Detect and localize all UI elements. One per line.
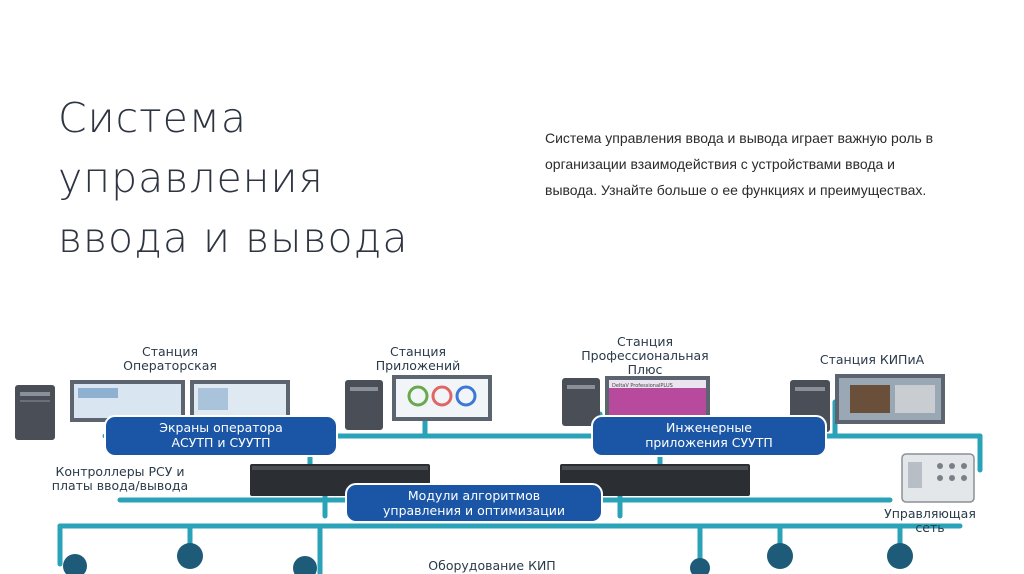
label-line: Профессиональная — [581, 348, 708, 363]
operator-screens-pill: Экраны оператора АСУТП и СУУТП — [104, 415, 338, 457]
application-station-label: Станция Приложений — [376, 344, 460, 373]
screen-brand: DeltaV ProfessionalPLUS — [612, 383, 673, 389]
label-line: Приложений — [376, 358, 460, 373]
label-line: Контроллеры РСУ и — [56, 464, 185, 479]
label-line: Операторская — [123, 358, 217, 373]
field-instruments — [63, 543, 913, 574]
slide-description: Система управления ввода и вывода играет… — [545, 130, 934, 198]
label-line: Станция — [617, 334, 673, 349]
kip-station — [790, 374, 945, 432]
modules-pill: Модули алгоритмов управления и оптимизац… — [345, 483, 603, 523]
pill-line: Инженерные — [666, 420, 752, 435]
title-line-1: Система — [58, 94, 247, 142]
operator-station-label: Станция Операторская — [123, 344, 217, 373]
professional-station-label: Станция Профессиональная Плюс — [581, 334, 708, 377]
pill-line: Модули алгоритмов — [408, 488, 540, 503]
control-network-device — [901, 453, 975, 503]
label-line: платы ввода/вывода — [52, 478, 188, 493]
application-station — [345, 375, 492, 430]
title-line-3: ввода и вывода — [58, 214, 409, 262]
slide-title: Система управления ввода и вывода — [58, 88, 478, 268]
label-line: Управляющая — [884, 506, 976, 521]
pill-line: управления и оптимизации — [383, 503, 565, 518]
pill-line: Экраны оператора — [159, 420, 283, 435]
label-line: сеть — [915, 520, 944, 535]
kip-station-label: Станция КИПиА — [820, 352, 925, 367]
label-line: Плюс — [628, 362, 663, 377]
controllers-label: Контроллеры РСУ и платы ввода/вывода — [52, 464, 188, 493]
io-system-diagram: Станция Операторская Станция Приложений … — [15, 334, 983, 574]
pill-line: приложения СУУТП — [645, 435, 773, 450]
title-line-2: управления — [58, 154, 324, 202]
engineering-apps-pill: Инженерные приложения СУУТП — [591, 415, 827, 457]
control-network-label: Управляющая сеть — [884, 506, 976, 535]
label-line: Станция — [142, 344, 198, 359]
label-line: Станция — [390, 344, 446, 359]
field-equipment-label: Оборудование КИП — [428, 558, 555, 573]
controller-rack-right — [560, 464, 750, 496]
pill-line: АСУТП и СУУТП — [172, 435, 271, 450]
